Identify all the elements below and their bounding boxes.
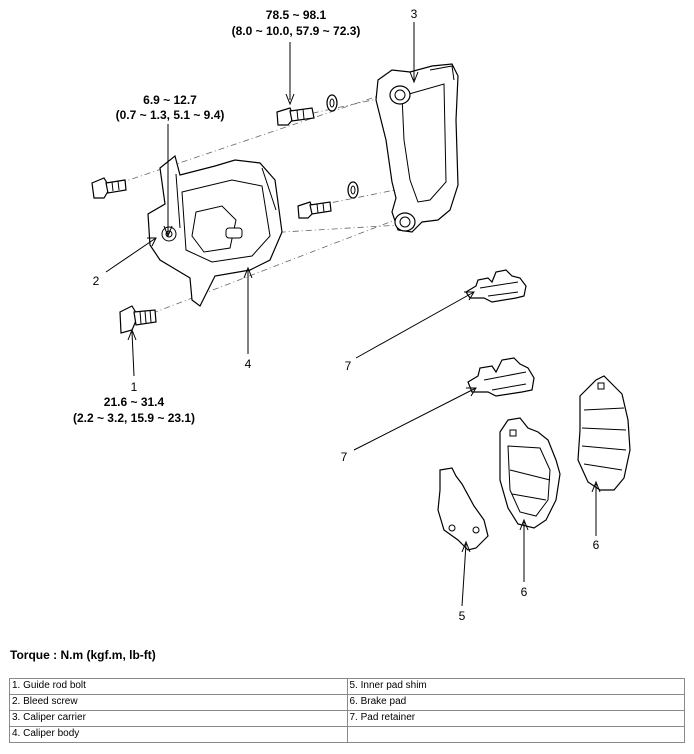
legend-cell: 3. Caliper carrier xyxy=(9,710,348,727)
callout-4: 4 xyxy=(245,357,252,371)
legend-cell: 5. Inner pad shim xyxy=(346,678,685,695)
legend-cell xyxy=(346,726,685,743)
callout-1: 1 xyxy=(131,380,138,394)
callout-2: 2 xyxy=(93,274,100,288)
legend-row: 4. Caliper body xyxy=(9,726,685,743)
legend-row: 2. Bleed screw 6. Brake pad xyxy=(9,694,685,711)
carrier-bolt-lower xyxy=(297,181,359,219)
caliper-carrier xyxy=(375,63,459,233)
callout-6-outer: 6 xyxy=(593,538,600,552)
torque-2-value: 6.9 ~ 12.7 xyxy=(143,93,197,107)
callout-3: 3 xyxy=(411,7,418,21)
callout-6-inner: 6 xyxy=(521,585,528,599)
torque-units-heading: Torque : N.m (kgf.m, lb-ft) xyxy=(10,648,156,662)
torque-1-value: 21.6 ~ 31.4 xyxy=(104,395,165,409)
legend-row: 1. Guide rod bolt 5. Inner pad shim xyxy=(9,678,685,695)
torque-3-value: 78.5 ~ 98.1 xyxy=(266,8,327,22)
brake-pad-inner xyxy=(499,417,561,529)
legend-cell: 6. Brake pad xyxy=(346,694,685,711)
guide-rod-bolt-upper xyxy=(91,177,127,199)
callout-7-upper: 7 xyxy=(345,359,352,373)
legend-cell: 2. Bleed screw xyxy=(9,694,348,711)
callout-7-lower: 7 xyxy=(341,450,348,464)
pad-retainer-lower xyxy=(467,357,535,397)
legend-cell: 1. Guide rod bolt xyxy=(9,678,348,695)
callout-leaders xyxy=(105,22,601,607)
guide-rod-bolt-lower xyxy=(119,305,157,334)
torque-3-alt: (8.0 ~ 10.0, 57.9 ~ 72.3) xyxy=(232,24,361,38)
brake-pad-outer xyxy=(577,375,631,491)
legend-cell: 4. Caliper body xyxy=(9,726,348,743)
pad-retainer-upper xyxy=(465,269,527,303)
legend-row: 3. Caliper carrier 7. Pad retainer xyxy=(9,710,685,727)
parts-legend-table: 1. Guide rod bolt 5. Inner pad shim 2. B… xyxy=(9,678,685,743)
carrier-bolt-upper xyxy=(276,94,338,126)
torque-2-alt: (0.7 ~ 1.3, 5.1 ~ 9.4) xyxy=(116,108,225,122)
callout-5: 5 xyxy=(459,609,466,623)
torque-1-alt: (2.2 ~ 3.2, 15.9 ~ 23.1) xyxy=(73,411,195,425)
exploded-brake-caliper-diagram: 78.5 ~ 98.1 (8.0 ~ 10.0, 57.9 ~ 72.3) 6.… xyxy=(73,7,631,623)
inner-pad-shim xyxy=(437,467,489,551)
legend-cell: 7. Pad retainer xyxy=(346,710,685,727)
